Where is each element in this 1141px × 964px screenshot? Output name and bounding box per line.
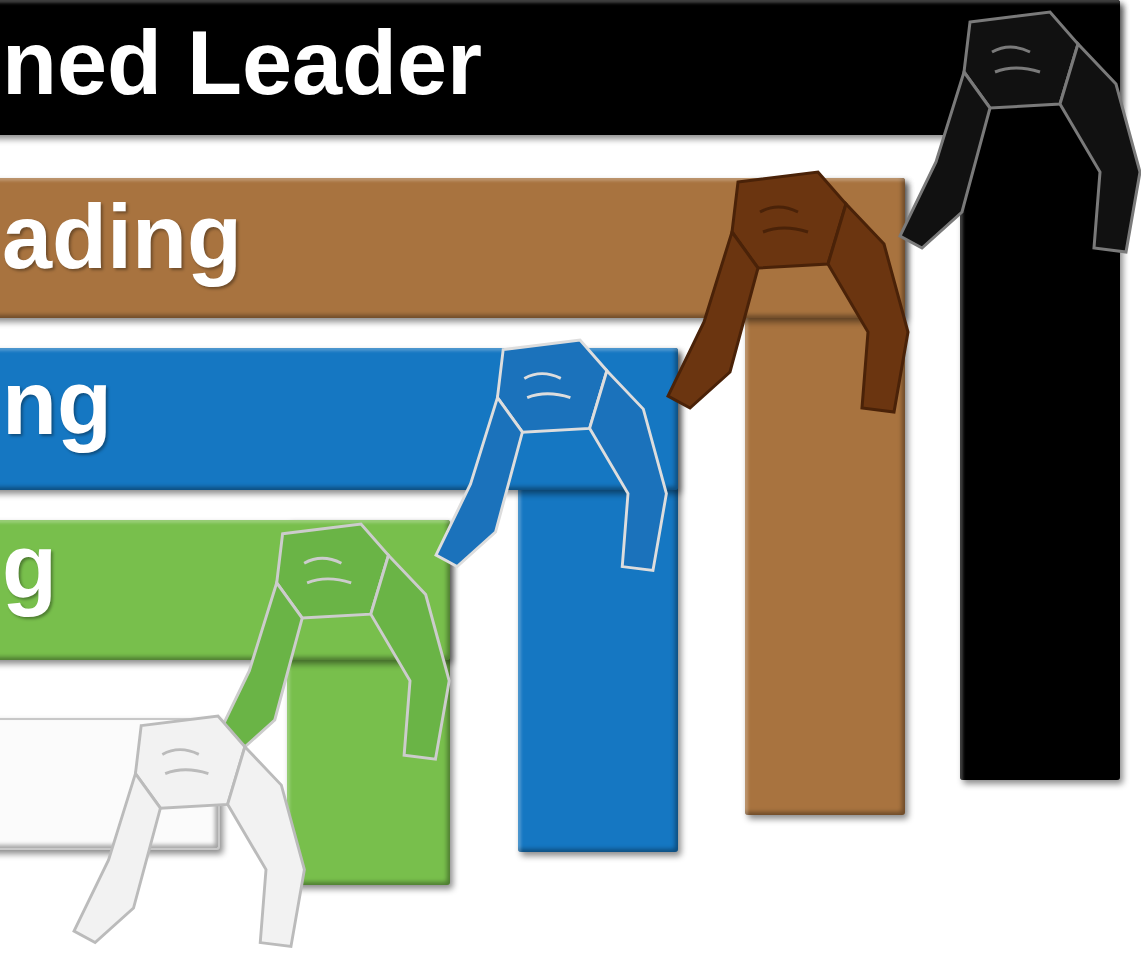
brown-belt-band: ading xyxy=(0,178,905,318)
black-belt-band: ned Leader xyxy=(0,0,1120,135)
black-scarf xyxy=(900,12,1140,252)
brown-scarf xyxy=(668,172,908,412)
green-scarf xyxy=(214,524,449,759)
blue-scarf xyxy=(436,340,666,570)
green-belt-band: g xyxy=(0,520,450,660)
belt-label: ned Leader xyxy=(2,18,482,108)
white-belt-band xyxy=(0,718,220,850)
belt-label: ng xyxy=(2,358,112,448)
belt-label: g xyxy=(2,522,57,612)
belt-label: ading xyxy=(2,192,242,282)
blue-belt-band: ng xyxy=(0,348,678,490)
white-scarf xyxy=(74,716,304,946)
